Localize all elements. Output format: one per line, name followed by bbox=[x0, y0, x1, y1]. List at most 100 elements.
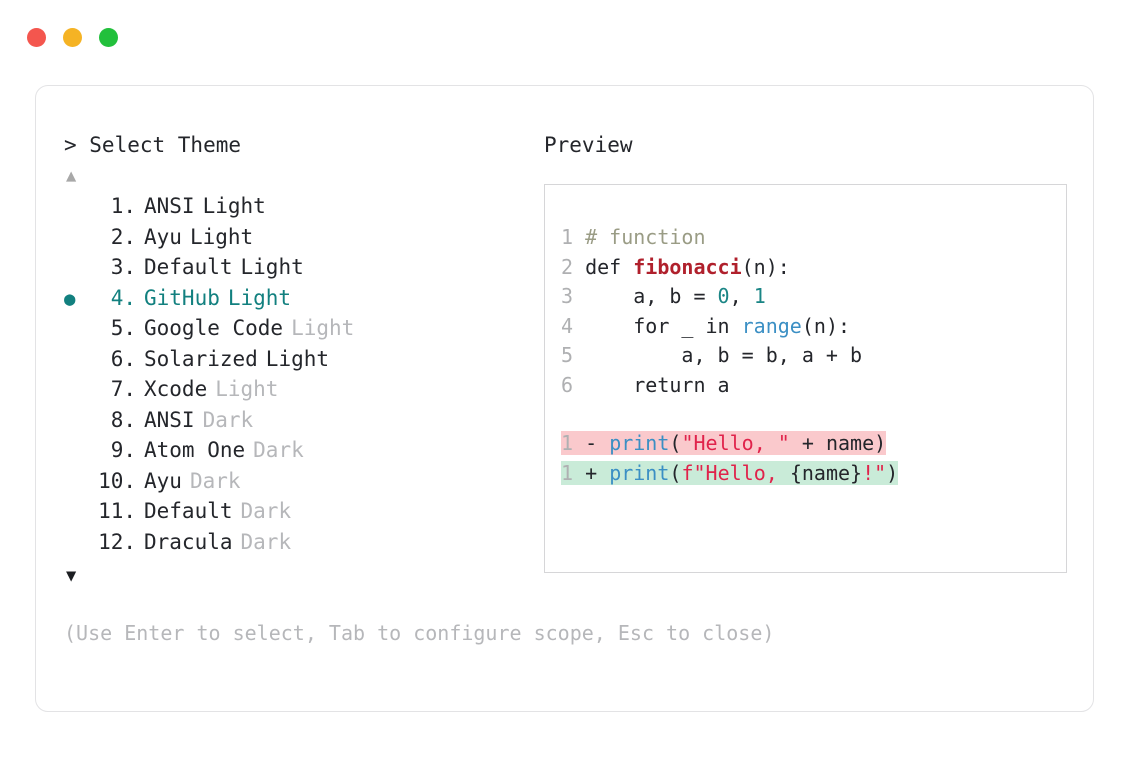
theme-item-name: ANSI bbox=[144, 407, 195, 432]
theme-list-item[interactable]: 1. ANSI Light bbox=[64, 192, 534, 223]
theme-list-item[interactable]: 8. ANSI Dark bbox=[64, 406, 534, 437]
theme-item-number: 7. bbox=[110, 377, 136, 401]
theme-item-variant: Light bbox=[265, 346, 330, 371]
code-token-kw: def bbox=[585, 254, 634, 279]
bullet-placeholder bbox=[64, 437, 90, 467]
theme-item-variant: Light bbox=[202, 194, 266, 218]
code-token-num: 1 bbox=[753, 284, 766, 308]
theme-item-name: ANSI bbox=[144, 194, 195, 218]
code-token-plain: (n): bbox=[741, 254, 790, 279]
minimize-button[interactable] bbox=[63, 28, 82, 47]
bullet-placeholder bbox=[64, 193, 90, 223]
line-number: 2 bbox=[561, 254, 586, 279]
window-titlebar bbox=[27, 28, 118, 47]
theme-item-name: Solarized bbox=[144, 346, 258, 371]
diff-highlight: 1 - print("Hello, " + name) bbox=[561, 431, 887, 455]
theme-item-variant: Light bbox=[291, 316, 355, 340]
theme-item-number: 1. bbox=[110, 194, 136, 218]
select-theme-prompt: > Select Theme bbox=[64, 133, 242, 157]
bullet-placeholder bbox=[64, 376, 90, 406]
theme-list-item[interactable]: 3. Default Light bbox=[64, 253, 534, 284]
theme-item-variant: Light bbox=[189, 224, 254, 249]
code-token-plain: a, b = bbox=[585, 284, 718, 308]
bullet-placeholder bbox=[64, 407, 90, 437]
code-token-str: !" bbox=[862, 460, 887, 485]
theme-item-name: Xcode bbox=[144, 377, 208, 401]
code-token-builtin: print bbox=[609, 460, 670, 485]
bullet-placeholder bbox=[64, 468, 90, 498]
diff-line-number: 1 bbox=[561, 431, 586, 455]
code-token-plain: , bbox=[729, 284, 754, 308]
code-token-plain: return a bbox=[585, 372, 730, 397]
theme-list-item[interactable]: 9. Atom One Dark bbox=[64, 436, 534, 467]
theme-item-variant: Light bbox=[215, 377, 279, 401]
maximize-button[interactable] bbox=[99, 28, 118, 47]
code-token-builtin: print bbox=[609, 431, 670, 455]
theme-item-number: 6. bbox=[110, 346, 136, 371]
code-token-fn: fibonacci bbox=[633, 254, 742, 279]
code-token-plain: ( bbox=[669, 460, 682, 485]
bullet-placeholder bbox=[64, 315, 90, 345]
code-line: 2 def fibonacci(n): bbox=[561, 253, 1066, 283]
theme-item-variant: Dark bbox=[189, 468, 241, 493]
bullet-placeholder bbox=[64, 346, 90, 376]
theme-item-number: 11. bbox=[98, 499, 136, 523]
diff-sign: + bbox=[585, 460, 610, 485]
theme-list-item[interactable]: 7. Xcode Light bbox=[64, 375, 534, 406]
close-button[interactable] bbox=[27, 28, 46, 47]
bullet-placeholder bbox=[64, 224, 90, 254]
line-number: 5 bbox=[561, 343, 586, 367]
code-token-str: "Hello, " bbox=[681, 431, 790, 455]
code-token-plain: (n): bbox=[801, 313, 851, 338]
line-number: 4 bbox=[561, 313, 586, 338]
line-number: 1 bbox=[561, 225, 586, 249]
code-line: 6 return a bbox=[561, 371, 1066, 401]
theme-item-number: 2. bbox=[110, 224, 136, 249]
theme-item-number: 4. bbox=[110, 285, 136, 310]
theme-item-number: 8. bbox=[110, 407, 136, 432]
code-token-plain: a, b = b, a + b bbox=[585, 343, 863, 367]
code-line: 4 for _ in range(n): bbox=[561, 312, 1066, 342]
theme-item-variant: Light bbox=[227, 285, 292, 310]
keyboard-hint: (Use Enter to select, Tab to configure s… bbox=[64, 621, 775, 645]
theme-item-name: Dracula bbox=[144, 529, 233, 554]
code-line: 1 # function bbox=[561, 223, 1066, 253]
theme-item-name: Atom One bbox=[144, 438, 246, 462]
code-line: 5 a, b = b, a + b bbox=[561, 341, 1066, 371]
theme-item-name: Ayu bbox=[144, 468, 182, 493]
bullet-placeholder bbox=[64, 498, 90, 528]
code-token-plain: ) bbox=[886, 460, 899, 485]
line-number: 3 bbox=[561, 284, 586, 308]
theme-item-variant: Dark bbox=[253, 438, 304, 462]
code-token-plain: ( bbox=[669, 431, 682, 455]
code-token-plain: + name) bbox=[789, 431, 887, 455]
code-token-str: f"Hello, bbox=[681, 460, 790, 485]
theme-item-name: Default bbox=[144, 255, 233, 279]
theme-item-variant: Light bbox=[240, 255, 304, 279]
scroll-down-arrow-icon[interactable]: ▼ bbox=[66, 566, 77, 586]
theme-item-name: Default bbox=[144, 499, 233, 523]
theme-item-number: 3. bbox=[110, 255, 136, 279]
code-line: 3 a, b = 0, 1 bbox=[561, 282, 1066, 312]
scroll-up-arrow-icon[interactable]: ▲ bbox=[66, 166, 77, 186]
theme-item-variant: Dark bbox=[202, 407, 254, 432]
code-token-builtin: range bbox=[741, 313, 802, 338]
code-token-num: 0 bbox=[717, 284, 730, 308]
theme-item-number: 9. bbox=[110, 438, 136, 462]
theme-list-item[interactable]: 6. Solarized Light bbox=[64, 345, 534, 376]
theme-item-variant: Dark bbox=[240, 529, 292, 554]
code-token-plain: {name} bbox=[789, 460, 863, 485]
bullet-placeholder bbox=[64, 254, 90, 284]
theme-item-number: 5. bbox=[110, 316, 136, 340]
